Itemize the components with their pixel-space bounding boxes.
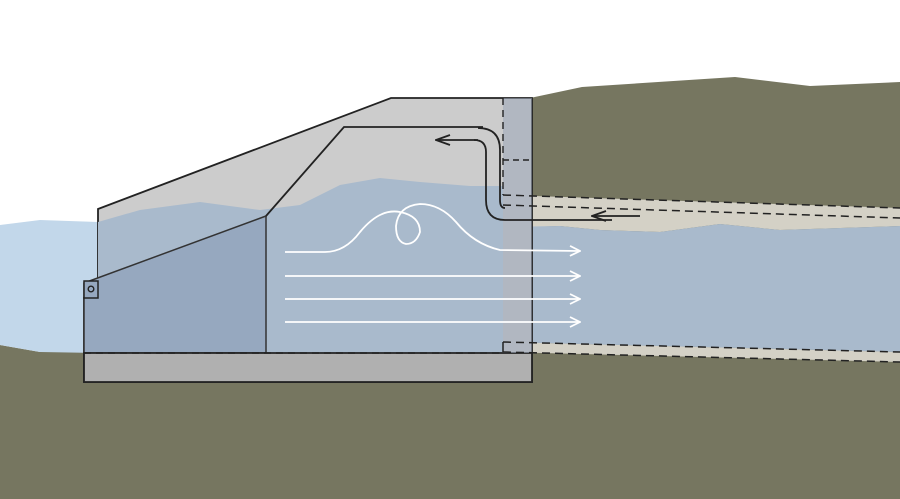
pipe-upper-dash-1: [502, 194, 900, 209]
pipe-lower-dash-1: [502, 341, 900, 353]
pipe-lower-dash-2: [502, 351, 900, 363]
pipe-upper-fill: [503, 195, 900, 232]
pipe-lower-fill: [503, 342, 900, 362]
outlet-wall-shade: [503, 98, 532, 353]
hinge-plate: [83, 280, 99, 299]
headwall-inner-roof: [265, 126, 483, 217]
air-vent-pipe-inner: [477, 127, 506, 209]
vortex-flow-line: [285, 203, 580, 252]
pivot-icon: [87, 285, 95, 293]
water-upstream: [0, 220, 98, 353]
floor-slab: [83, 352, 533, 383]
water-pipe-flow: [503, 224, 900, 352]
air-vent-pipe-outer: [473, 139, 612, 221]
ground-lower: [0, 345, 530, 499]
pipe-upper-dash-2: [502, 204, 900, 219]
